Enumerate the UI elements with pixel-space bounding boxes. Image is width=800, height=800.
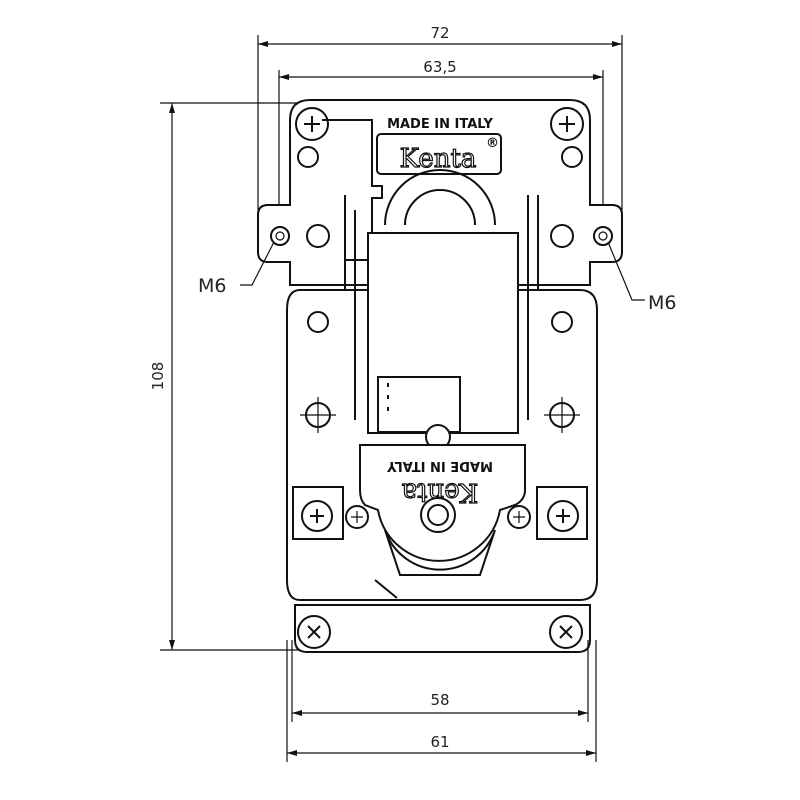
dimension-108-label: 108 (149, 362, 167, 391)
dimension-72: 72 (257, 24, 623, 215)
brand-badge (376, 133, 502, 175)
left-m6-hole (270, 226, 290, 246)
gearbox-body (286, 289, 598, 653)
m6-callout-left: M6 (198, 241, 275, 297)
lower-brand-logo: Kenta (402, 477, 479, 507)
m6-callout-right: M6 (607, 241, 676, 314)
dimension-72-label: 72 (430, 24, 449, 42)
registered-mark: ® (486, 136, 499, 151)
m6-label-left: M6 (198, 275, 226, 297)
gear-cover: MADE IN ITALY Kenta (292, 444, 588, 649)
screw-icon (295, 107, 584, 141)
right-m6-hole (593, 226, 613, 246)
mounting-plate: MADE IN ITALY Kenta ® (257, 99, 623, 286)
made-in-italy-text: MADE IN ITALY (387, 117, 493, 132)
dimension-61: 61 (286, 640, 597, 762)
motor-core (344, 195, 539, 450)
dimension-63-5-label: 63,5 (423, 58, 456, 76)
lower-made-in-italy-text: MADE IN ITALY (386, 458, 492, 473)
m6-label-right: M6 (648, 292, 676, 314)
output-shaft (420, 497, 456, 533)
dimension-58: 58 (291, 640, 589, 722)
dimension-61-label: 61 (430, 733, 449, 751)
dimension-58-label: 58 (430, 691, 449, 709)
